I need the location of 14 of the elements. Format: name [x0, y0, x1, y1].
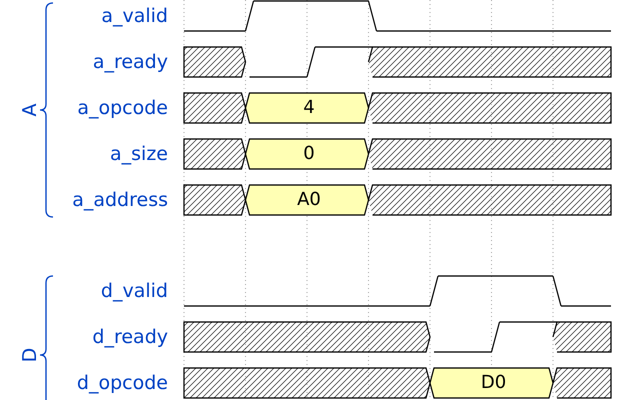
signal-label: a_valid	[101, 4, 168, 28]
signal-label: d_valid	[100, 279, 168, 303]
signal-label: d_ready	[92, 325, 168, 349]
signal-label: a_size	[110, 142, 168, 166]
bus-value: D0	[480, 372, 506, 394]
group-label: D	[19, 348, 41, 362]
signal-label: a_address	[72, 188, 168, 212]
bus-value: 4	[303, 97, 315, 119]
bus-value: 0	[303, 143, 315, 165]
signal-label: d_opcode	[76, 371, 168, 395]
signal-label: a_ready	[92, 50, 168, 74]
signal-label: a_opcode	[77, 96, 168, 120]
bus-value: A0	[297, 189, 321, 211]
group-label: A	[19, 104, 41, 116]
